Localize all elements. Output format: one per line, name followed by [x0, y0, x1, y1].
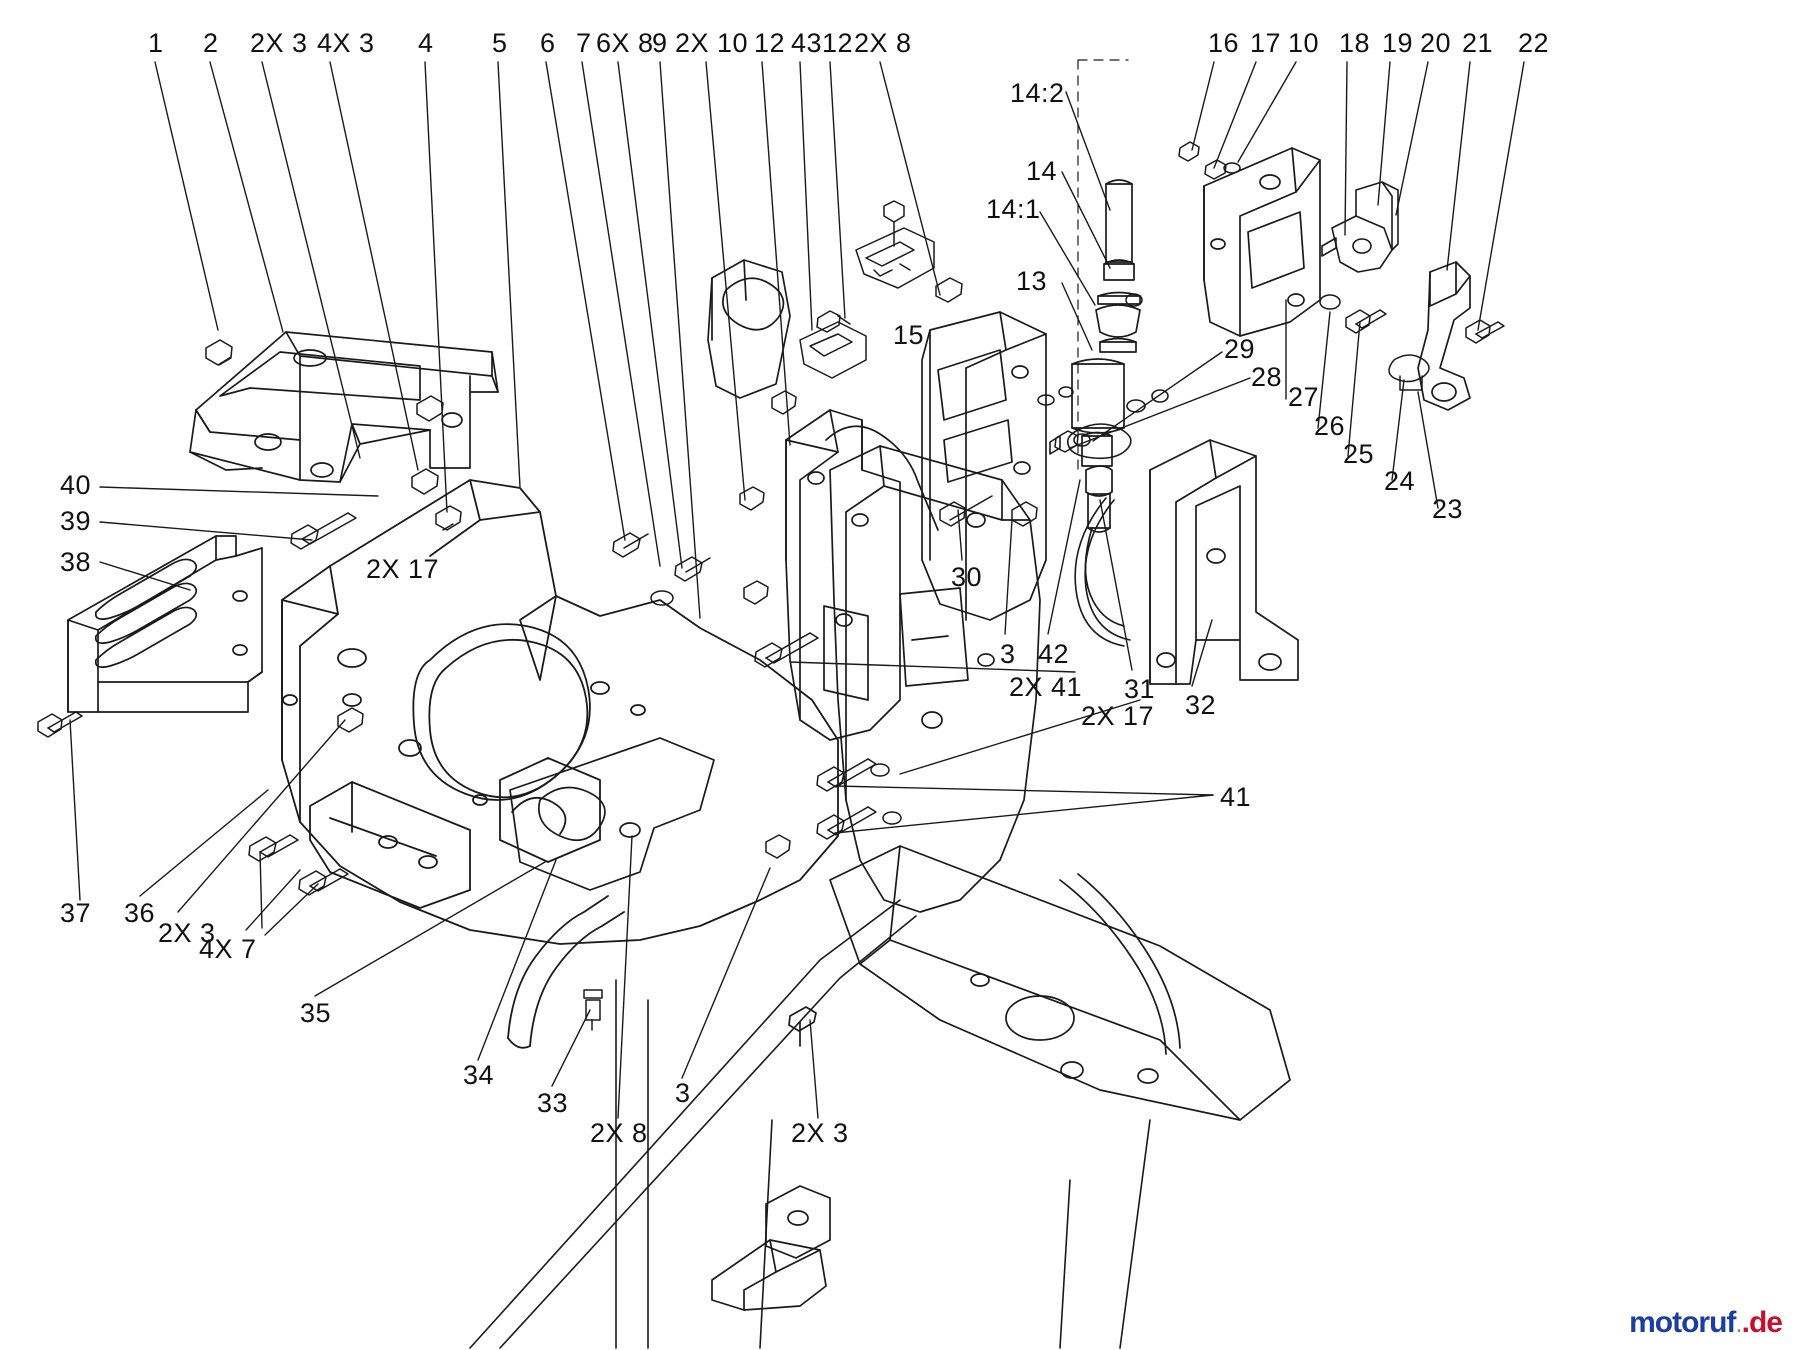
fastener-panel-screw	[37, 711, 83, 738]
hydraulic-guide	[1077, 59, 1129, 471]
callout-34: 34	[463, 1060, 495, 1090]
part-bottom-right-frame	[829, 845, 1291, 1121]
callout-20: 20	[1420, 28, 1452, 58]
part-right-mount-plate	[1203, 147, 1321, 337]
part-control-valve	[799, 310, 867, 379]
leader-lines-hydraulic	[1039, 91, 1111, 351]
callout-7: 7	[576, 28, 592, 58]
part-small-clip	[883, 200, 963, 303]
callout-39: 39	[60, 506, 92, 536]
fasteners-misc	[337, 141, 1430, 859]
callout-26: 26	[1314, 411, 1346, 441]
callout-9: 9	[652, 28, 668, 58]
callout-19: 19	[1382, 28, 1414, 58]
callout-33: 33	[537, 1088, 569, 1118]
callout-2x8-b: 2X 8	[590, 1118, 648, 1148]
part-right-lower-bracket	[1149, 439, 1299, 685]
callout-35: 35	[300, 998, 332, 1028]
callout-12-b: 12	[822, 28, 854, 58]
part-console-housing	[707, 259, 791, 399]
callout-14-2: 14:2	[1010, 78, 1065, 108]
callout-14-1: 14:1	[986, 194, 1041, 224]
callout-12-a: 12	[754, 28, 786, 58]
callout-31: 31	[1124, 674, 1156, 704]
part-center-fender	[829, 445, 1041, 913]
callout-41: 41	[1220, 782, 1252, 812]
callout-38: 38	[60, 547, 92, 577]
callout-17: 17	[1250, 28, 1282, 58]
part-left-rear-bracket	[189, 331, 499, 483]
callout-25: 25	[1343, 439, 1375, 469]
fasteners-lower-left	[248, 834, 349, 896]
callout-16: 16	[1208, 28, 1240, 58]
part-hydraulic-cylinder	[1071, 179, 1141, 627]
callout-2x17-b: 2X 17	[1081, 701, 1155, 731]
callout-4x7: 4X 7	[199, 934, 257, 964]
callout-3-a: 3	[1000, 639, 1016, 669]
callout-4x3: 4X 3	[317, 28, 375, 58]
callout-13: 13	[1016, 266, 1048, 296]
callout-29: 29	[1224, 334, 1256, 364]
callout-28: 28	[1251, 362, 1283, 392]
leader-lines-left	[69, 486, 379, 901]
callout-22: 22	[1518, 28, 1550, 58]
fasteners-part-30	[1037, 386, 1079, 453]
watermark-suffix: .de	[1741, 1306, 1783, 1339]
leader-lines-right-cluster	[1069, 299, 1439, 509]
callout-2x3-b: 2X 3	[158, 918, 216, 948]
callout-30: 30	[951, 562, 983, 592]
callout-42: 42	[1038, 639, 1070, 669]
callout-2x17-a: 2X 17	[366, 554, 440, 584]
watermark-logo: motoruf..de	[1629, 1306, 1783, 1340]
callout-2x10: 2X 10	[675, 28, 749, 58]
part-main-frame-housing	[281, 479, 839, 1049]
callout-32: 32	[1185, 690, 1217, 720]
fastener-right-lever-bolt	[1465, 319, 1505, 344]
part-louvered-side-panel	[67, 535, 263, 713]
part-switch-block	[855, 227, 935, 289]
callout-4: 4	[418, 28, 434, 58]
callout-36: 36	[124, 898, 156, 928]
callout-18: 18	[1339, 28, 1371, 58]
watermark-dot: .	[1735, 1308, 1742, 1338]
callout-27: 27	[1288, 382, 1320, 412]
part-floor-plate	[509, 737, 715, 891]
callout-23: 23	[1432, 494, 1464, 524]
callout-15: 15	[893, 320, 925, 350]
watermark-name: motoruf	[1629, 1306, 1736, 1339]
part-center-tower	[785, 409, 939, 741]
part-bottom-pedal	[711, 1006, 831, 1311]
callout-2: 2	[203, 28, 219, 58]
fastener-group-upper-left	[205, 339, 462, 550]
leader-lines-top-right	[1191, 61, 1525, 331]
callout-40: 40	[60, 470, 92, 500]
callout-24: 24	[1384, 466, 1416, 496]
callout-1: 1	[148, 28, 164, 58]
leader-lines-bottom-left	[139, 719, 546, 997]
callout-14: 14	[1026, 156, 1058, 186]
callout-2x41: 2X 41	[1009, 672, 1083, 702]
callout-43: 43	[791, 28, 823, 58]
leader-lines-top-left	[154, 61, 941, 619]
part-right-lever	[1417, 261, 1471, 411]
part-hydraulic-hose	[1074, 497, 1131, 647]
fastener-bolt-33	[583, 989, 603, 1031]
callout-6: 6	[540, 28, 556, 58]
leader-lines-center-right	[789, 479, 1214, 834]
callout-3-b: 3	[675, 1078, 691, 1108]
callout-2x8-a: 2X 8	[854, 28, 912, 58]
callout-2x3-c: 2X 3	[791, 1118, 849, 1148]
callout-10: 10	[1288, 28, 1320, 58]
callout-5: 5	[492, 28, 508, 58]
callout-37: 37	[60, 898, 92, 928]
callout-6x8: 6X 8	[596, 28, 654, 58]
callout-2x3-a: 2X 3	[250, 28, 308, 58]
part-center-mount-plate	[921, 311, 1047, 621]
frame-rails	[469, 899, 1151, 1349]
part-elbow-fitting	[1049, 389, 1169, 460]
callout-21: 21	[1462, 28, 1494, 58]
part-right-linkage	[1321, 181, 1399, 273]
